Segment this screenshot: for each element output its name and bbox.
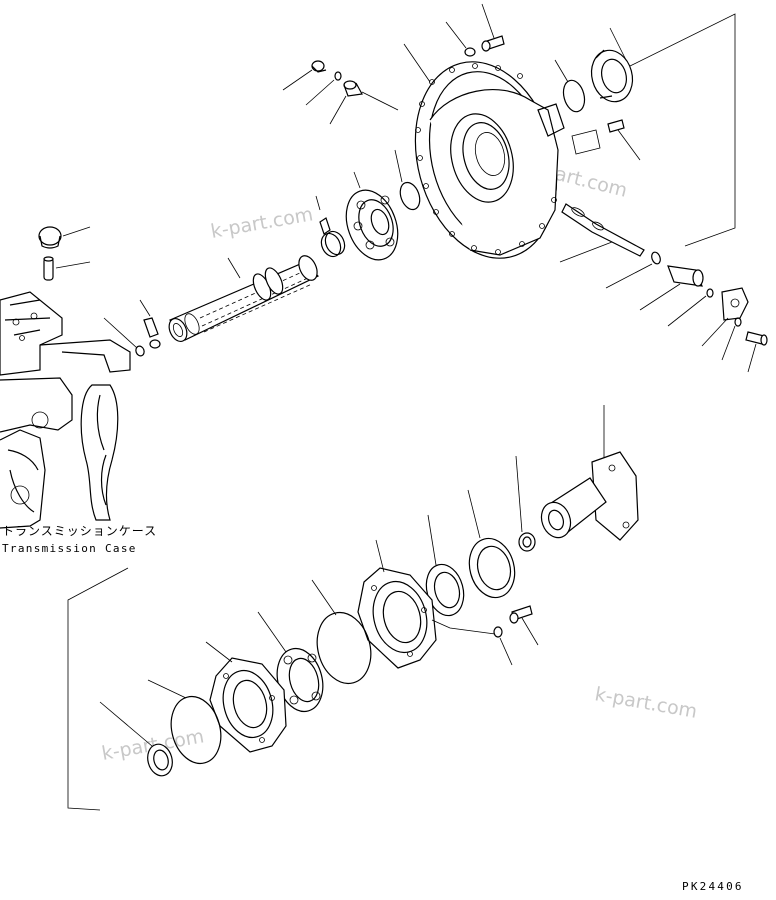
lower-group-bracket xyxy=(67,567,129,811)
watermark-1: k-part.com xyxy=(209,203,315,243)
cover-bolt xyxy=(745,331,768,373)
sensor-cover-plate xyxy=(701,287,749,347)
plug-bolt xyxy=(282,60,327,91)
output-nut xyxy=(515,455,536,552)
small-bolt xyxy=(607,119,641,161)
sensor-small-ring xyxy=(667,288,714,327)
plug-washer xyxy=(305,71,342,106)
seal-snap-ring xyxy=(554,59,586,113)
upper-group-bracket xyxy=(629,13,736,247)
case-rib-plate xyxy=(80,384,119,521)
top-mount-washer xyxy=(445,21,476,57)
top-mount-bolt xyxy=(481,3,505,52)
case-body-lower xyxy=(0,429,46,529)
input-bearing xyxy=(345,171,399,261)
bearing-snap-ring xyxy=(394,149,421,211)
output-spacer xyxy=(425,514,465,617)
shim xyxy=(311,579,372,685)
sensor-sleeve xyxy=(639,265,704,311)
end-gasket xyxy=(147,679,222,765)
bearing-cage xyxy=(357,539,496,669)
oil-seal xyxy=(590,27,634,103)
cover-washer xyxy=(721,317,742,361)
case-bracket-arm xyxy=(39,339,131,373)
case-body-top xyxy=(0,377,73,433)
watermark-3: k-part.com xyxy=(593,683,699,723)
drawing-number: PK24406 xyxy=(682,880,744,893)
case-label-jp: トランスミッションケース xyxy=(2,524,157,538)
breather-cap xyxy=(38,226,91,249)
sensor-oring xyxy=(605,251,661,289)
spring-pin xyxy=(139,299,161,349)
breather-tube xyxy=(43,256,91,281)
housing-bolt-holes xyxy=(415,63,557,255)
transmission-case: トランスミッションケース Transmission Case xyxy=(0,291,157,555)
output-bearing xyxy=(257,611,324,713)
caution-plate xyxy=(571,129,601,155)
end-cover xyxy=(205,641,287,753)
end-snap-ring xyxy=(99,701,173,777)
cage-bolt xyxy=(509,605,539,646)
retainer-housing xyxy=(403,43,565,259)
case-label-en: Transmission Case xyxy=(2,542,137,555)
fitting-sleeve xyxy=(329,80,399,125)
sensor-shaft xyxy=(559,203,645,263)
shaft-snap-ring xyxy=(315,195,346,258)
input-shaft xyxy=(168,255,319,342)
case-valve-block xyxy=(0,291,63,376)
output-flange xyxy=(540,405,639,541)
cage-washer xyxy=(493,626,513,666)
group-brackets xyxy=(67,13,736,811)
small-plug xyxy=(103,317,145,357)
output-oil-seal xyxy=(467,489,516,599)
